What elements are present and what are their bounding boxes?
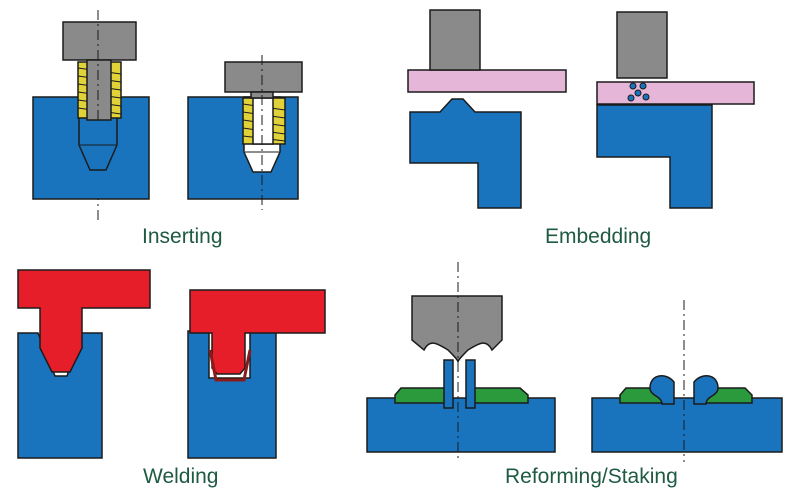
reforming-after-illustration xyxy=(591,300,783,462)
caption-embedding: Embedding xyxy=(545,225,652,248)
caption-welding: Welding xyxy=(143,465,219,488)
embedding-after-illustration xyxy=(596,11,755,209)
embedding-before-illustration xyxy=(407,9,567,209)
caption-inserting: Inserting xyxy=(142,225,223,248)
reforming-before-illustration xyxy=(366,262,556,462)
welding-before-illustration xyxy=(17,269,151,459)
inserting-after-illustration xyxy=(187,55,303,210)
inserting-before-illustration xyxy=(32,10,150,220)
welding-after-illustration xyxy=(187,289,326,459)
caption-reforming: Reforming/Staking xyxy=(505,465,678,488)
